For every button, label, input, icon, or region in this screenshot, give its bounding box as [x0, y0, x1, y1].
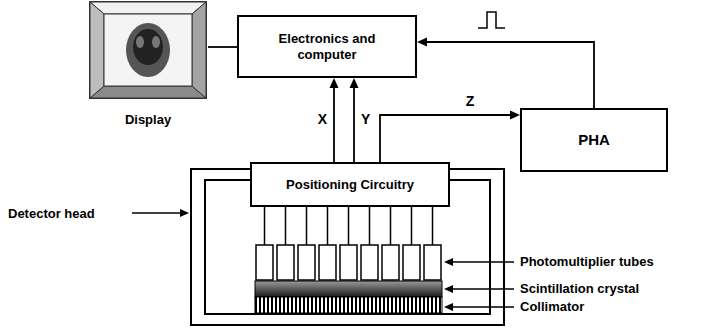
box-label: Electronics and computer: [252, 31, 402, 62]
connector-line: [353, 86, 355, 162]
photomultiplier-tube: [361, 245, 378, 280]
housing-label: Detector head: [8, 206, 95, 222]
arrowhead: [417, 38, 427, 47]
signal-connector: [380, 111, 520, 163]
leader-arrowhead: [180, 209, 189, 217]
photomultiplier-tubes: [256, 245, 441, 280]
signal-label: X: [317, 112, 328, 127]
tube-wire: [327, 205, 329, 245]
display-label: Display: [88, 112, 208, 128]
leader-line: [132, 212, 182, 214]
display-monitor: Display: [88, 0, 208, 136]
signal-connector: [417, 38, 594, 109]
process-box: Positioning Circuitry: [250, 162, 450, 207]
tube-wire: [432, 205, 434, 245]
leader-arrowhead: [444, 258, 453, 266]
box-label: PHA: [578, 131, 610, 149]
signal-connector: [350, 78, 359, 162]
connector-line: [333, 86, 335, 162]
process-box: PHA: [520, 108, 668, 172]
connector-line: [208, 46, 237, 48]
photomultiplier-tube: [340, 245, 357, 280]
process-box: Electronics and computer: [237, 15, 417, 78]
part-label: Collimator: [520, 299, 584, 315]
connector-line: [380, 115, 512, 162]
connector-line: [425, 42, 594, 108]
signal-label: Z: [465, 94, 476, 109]
photomultiplier-tube: [298, 245, 315, 280]
photomultiplier-tube: [403, 245, 420, 280]
signal-connector: [208, 47, 237, 48]
box-label: Positioning Circuitry: [286, 177, 414, 193]
leader-arrowhead: [444, 285, 453, 293]
tube-wire: [369, 205, 371, 245]
photomultiplier-tube: [319, 245, 336, 280]
scintillation-crystal: [255, 281, 442, 297]
tube-wire: [306, 205, 308, 245]
arrowhead: [510, 111, 520, 120]
photomultiplier-tube: [382, 245, 399, 280]
tube-wire: [390, 205, 392, 245]
tube-wire: [264, 205, 266, 245]
photomultiplier-tube: [277, 245, 294, 280]
signal-label: Y: [360, 112, 371, 127]
signal-connector: [330, 78, 339, 162]
detector-housing: Detector headPositioning Circuitry: [190, 168, 505, 326]
photomultiplier-tube: [424, 245, 441, 280]
part-label: Photomultiplier tubes: [520, 254, 654, 270]
tube-wire: [285, 205, 287, 245]
tube-wire: [348, 205, 350, 245]
part-label: Scintillation crystal: [520, 281, 639, 297]
arrowhead: [350, 78, 359, 88]
pulse-symbol: [478, 12, 505, 28]
monitor-icon: [88, 0, 208, 100]
photomultiplier-tube: [256, 245, 273, 280]
leader-arrowhead: [444, 303, 453, 311]
tube-wires: [265, 205, 433, 245]
tube-wire: [411, 205, 413, 245]
collimator: [255, 297, 442, 313]
arrowhead: [330, 78, 339, 88]
